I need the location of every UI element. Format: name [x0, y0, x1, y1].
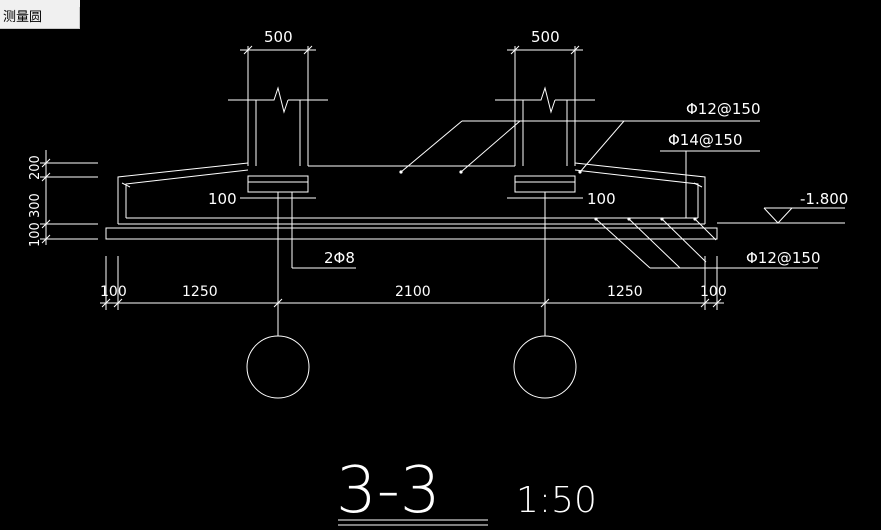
rebar-top-label: Φ12@150 — [686, 100, 761, 118]
cover-left-label: 100 — [208, 190, 237, 208]
right-column — [495, 86, 595, 166]
foundation-outline — [117, 162, 706, 225]
horizontal-dim-label: 100 — [700, 284, 727, 300]
vertical-dim-label: 200 — [28, 155, 43, 180]
elevation-label: -1.800 — [800, 190, 848, 208]
horizontal-dim-label: 100 — [100, 284, 127, 300]
section-title: 3-3 — [336, 454, 441, 528]
horizontal-dimensions — [100, 256, 724, 310]
vertical-dimensions — [40, 150, 98, 245]
stirrup-label: 2Φ8 — [324, 249, 355, 267]
title-underline — [338, 519, 488, 526]
rebar-bottom-label: Φ12@150 — [746, 249, 821, 267]
vertical-dim-label: 100 — [28, 222, 43, 247]
piles — [246, 192, 577, 399]
horizontal-dim-label: 2100 — [395, 284, 431, 300]
horizontal-dim-label: 1250 — [607, 284, 643, 300]
elevation-marker — [717, 207, 845, 224]
cover-right-label: 100 — [587, 190, 616, 208]
column-bases — [240, 175, 583, 199]
column-width-right-label: 500 — [531, 28, 560, 46]
cushion-layer — [105, 227, 718, 240]
leader-lines — [291, 120, 818, 269]
column-width-dimensions — [240, 45, 583, 100]
horizontal-dim-label: 1250 — [182, 284, 218, 300]
tab-measure-circle[interactable]: 测量圆 — [0, 7, 80, 29]
rebar-right-label: Φ14@150 — [668, 131, 743, 149]
tab-strip — [0, 0, 80, 7]
scale-label: 1:50 — [516, 480, 597, 521]
column-width-left-label: 500 — [264, 28, 293, 46]
rebar-dots — [399, 170, 697, 221]
vertical-dim-label: 300 — [28, 193, 43, 218]
left-column — [228, 86, 328, 166]
